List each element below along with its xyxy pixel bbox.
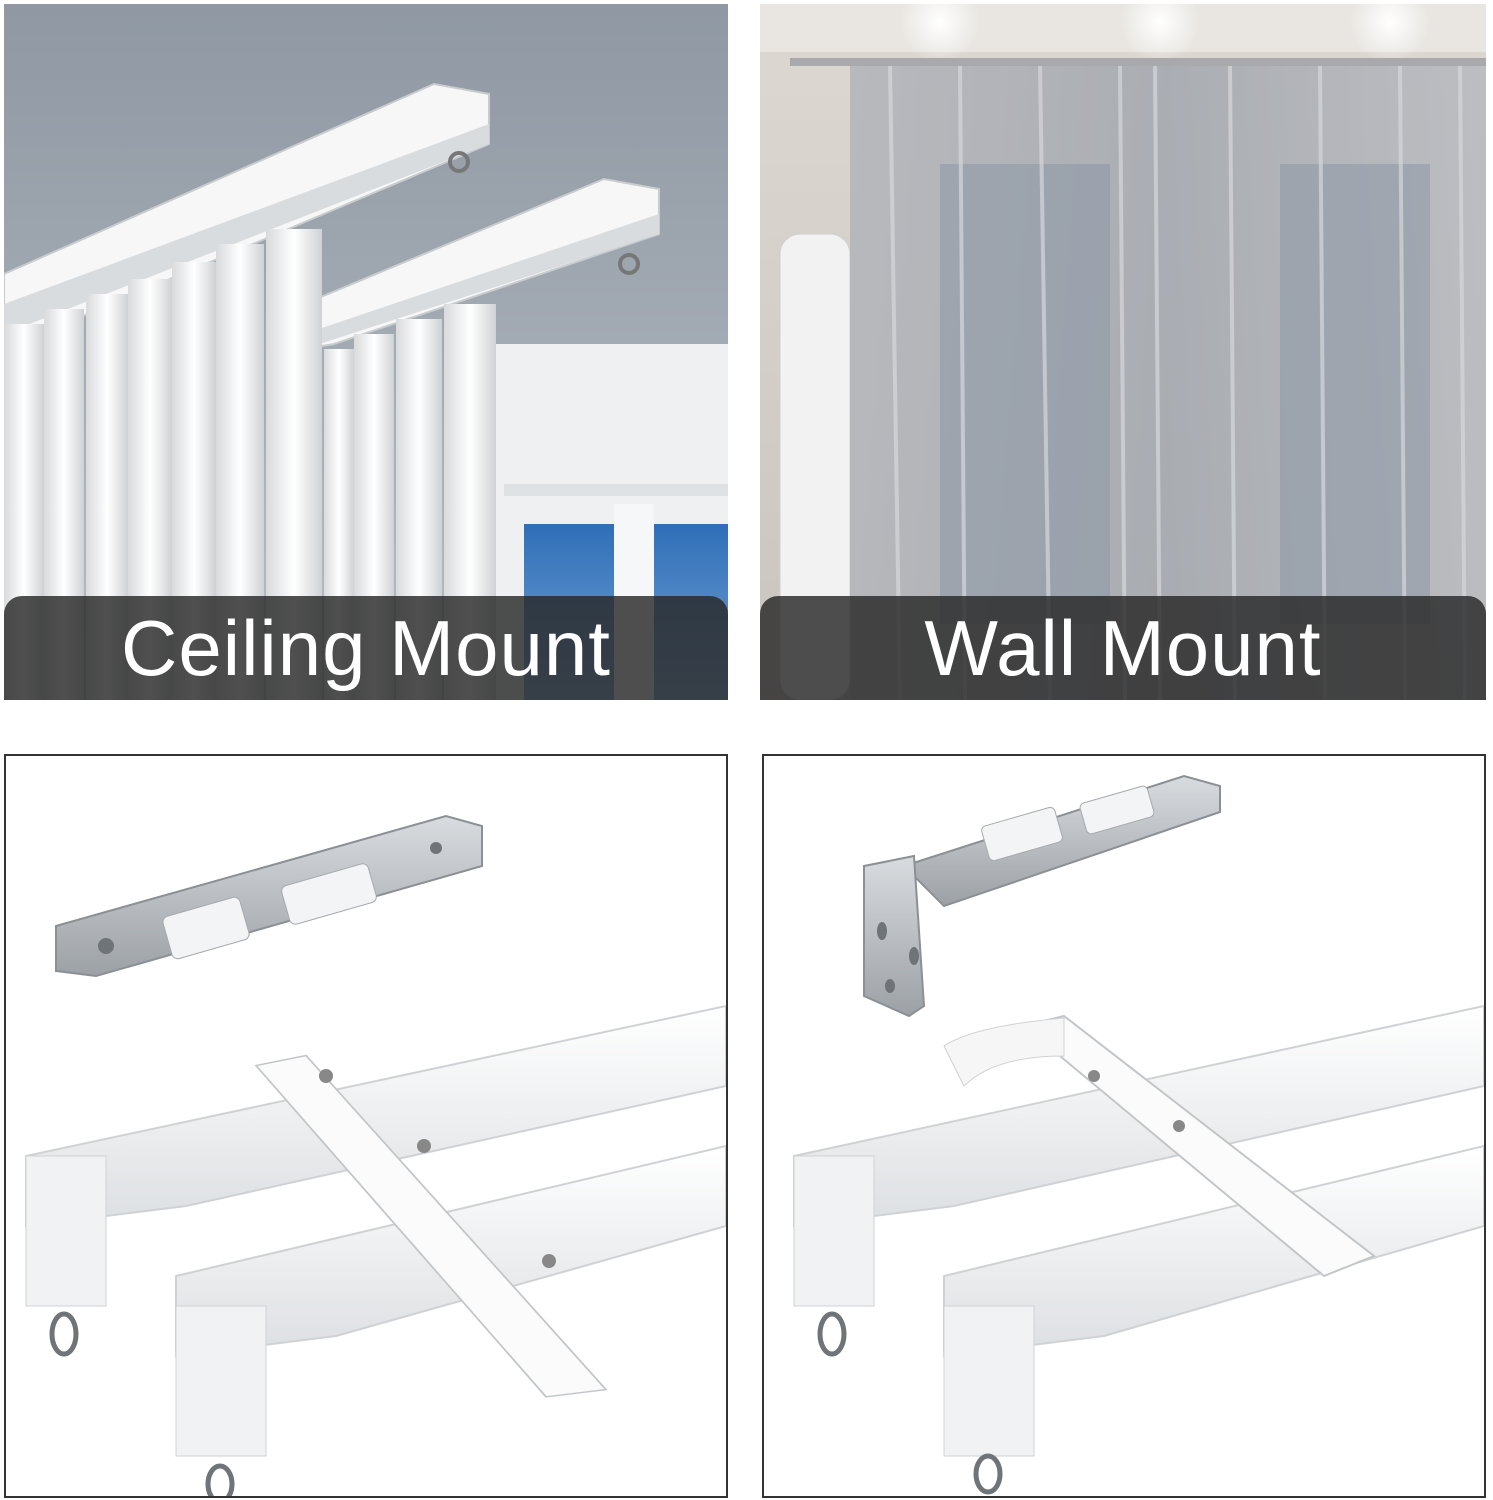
- wall-mount-panel: Wall Mount: [760, 4, 1486, 700]
- ceiling-mount-caption: Ceiling Mount: [121, 603, 611, 692]
- mount-bracket-icon: [863, 774, 1221, 1018]
- ring-hook-icon: [618, 253, 640, 275]
- mount-bracket-icon: [55, 814, 483, 978]
- wall-bracket-detail-panel: [762, 754, 1486, 1498]
- wall-bracket-track-illustration: [793, 774, 1484, 1495]
- ring-hook-icon: [448, 151, 470, 173]
- ceiling-bracket-detail-panel: [4, 754, 728, 1498]
- wall-mount-caption: Wall Mount: [924, 603, 1322, 692]
- ring-hook-icon: [49, 1311, 79, 1357]
- ceiling-mount-panel: Ceiling Mount: [4, 4, 728, 700]
- wall-mount-illustration: [760, 4, 1486, 700]
- caption-bar: Ceiling Mount: [4, 596, 728, 700]
- ring-hook-icon: [205, 1463, 235, 1496]
- ceiling-bracket-track-illustration: [25, 814, 726, 1496]
- ring-hook-icon: [973, 1453, 1003, 1495]
- ring-hook-icon: [817, 1311, 847, 1357]
- caption-bar: Wall Mount: [760, 596, 1486, 700]
